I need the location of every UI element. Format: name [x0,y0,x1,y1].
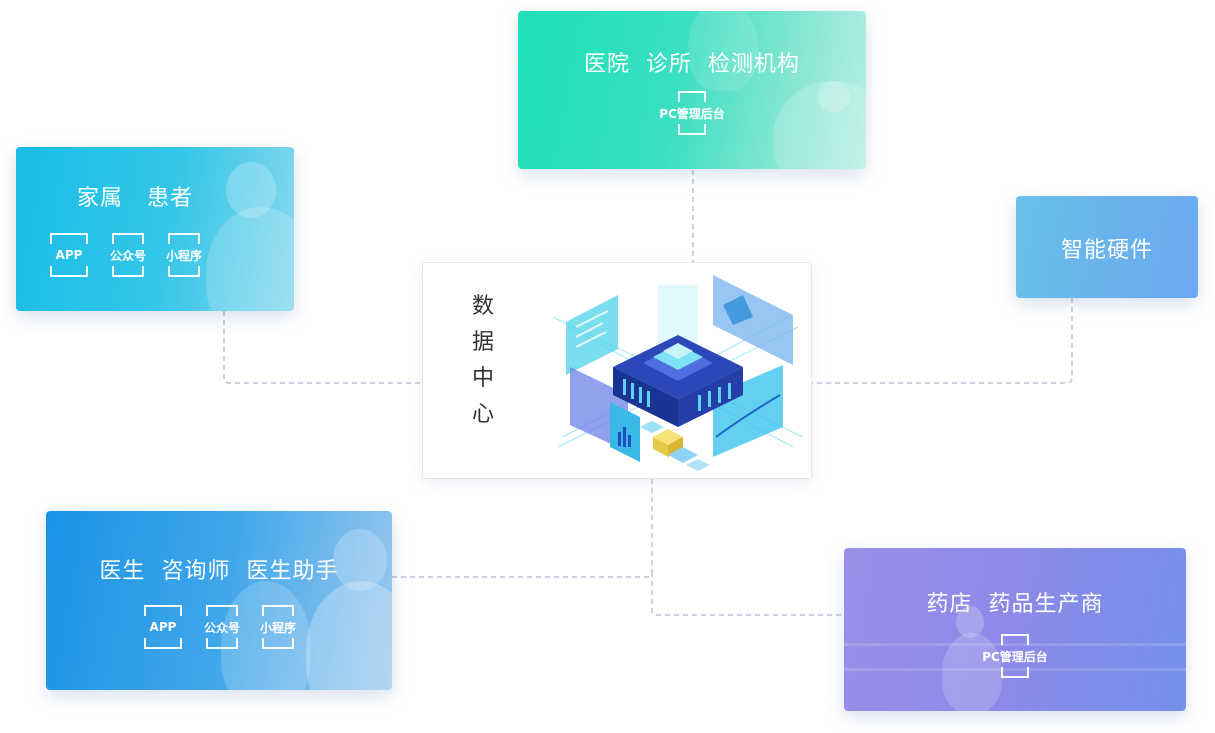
pc-admin-badge[interactable]: PC管理后台 [982,634,1048,678]
official-account-badge[interactable]: 公众号 [109,233,147,277]
patient-card[interactable]: 家属 患者 APP 公众号 小程序 [16,147,294,311]
hospital-card[interactable]: 医院 诊所 检测机构 PC管理后台 [518,11,866,169]
mini-program-badge[interactable]: 小程序 [165,233,203,277]
doctor-card[interactable]: 医生 咨询师 医生助手 APP 公众号 小程序 [46,511,392,690]
pharmacist-head-decor [956,606,984,638]
connector-patient [223,311,422,384]
shelf-decor [844,643,1186,646]
mini-program-badge[interactable]: 小程序 [259,605,297,649]
pharmacy-title: 药店 药品生产商 [926,592,1104,617]
smart-hardware-card[interactable]: 智能硬件 [1016,196,1198,298]
hardware-title: 智能硬件 [1060,238,1153,263]
patient-title: 家属 患者 [77,186,193,211]
connector-hardware [810,298,1073,384]
app-badge[interactable]: APP [141,605,185,649]
pc-admin-badge[interactable]: PC管理后台 [659,91,725,135]
connector-pharmacy [651,572,844,616]
pharmacist-silhouette [942,633,1002,711]
official-account-badge[interactable]: 公众号 [203,605,241,649]
data-center-illustration [552,275,803,471]
patient-head-decor [818,81,850,113]
pharmacy-card[interactable]: 药店 药品生产商 PC管理后台 [844,548,1186,711]
nurse-silhouette [688,11,758,91]
data-center-title: 数据中心 [471,294,494,427]
shelf-decor [844,668,1186,671]
doctor-title: 医生 咨询师 医生助手 [99,559,339,584]
nurse-head-decor [226,162,276,218]
hospital-title: 医院 诊所 检测机构 [584,52,800,77]
assistant-silhouette [221,581,311,690]
app-badge[interactable]: APP [47,233,91,277]
connector-doctor [392,478,653,578]
data-center-card[interactable]: 数据中心 [422,262,812,479]
doctor-head-decor [333,529,387,591]
